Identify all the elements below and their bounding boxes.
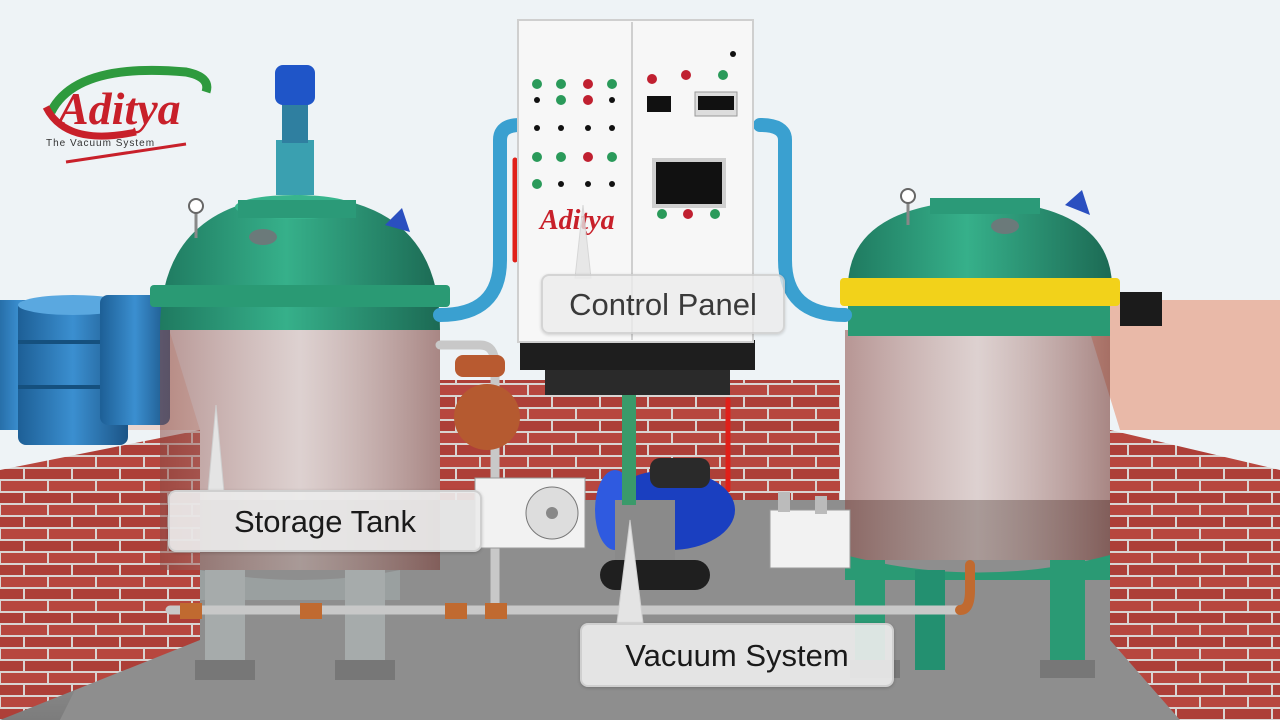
logo-swoosh [42,65,212,164]
panel-logo-text: Aditya [540,205,615,236]
brand-logo: Aditya The Vacuum System [36,52,216,172]
storage-tank-label: Storage Tank [168,490,482,552]
oil-drums [0,295,170,445]
logo-tagline: The Vacuum System [46,138,156,149]
control-panel-label: Control Panel [541,274,785,334]
process-tank-right [840,188,1162,678]
vacuum-system-label: Vacuum System [580,623,894,687]
logo-brand-text: Aditya [58,83,181,134]
